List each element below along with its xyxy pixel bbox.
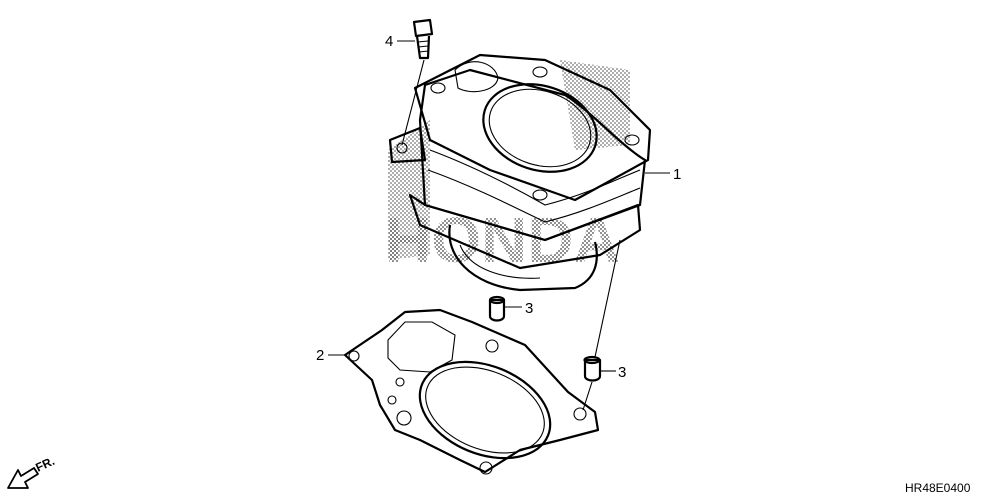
diagram-code: HR48E0400 xyxy=(905,481,971,495)
callout-3b: 3 xyxy=(618,364,626,381)
dowel-pin-a xyxy=(488,295,506,322)
dowel-pin-b xyxy=(582,239,621,411)
watermark-text: HONDA xyxy=(385,204,620,276)
bolt-part xyxy=(401,18,434,146)
callout-2: 2 xyxy=(316,347,324,364)
gasket-part xyxy=(343,308,600,475)
cylinder-part xyxy=(388,53,652,292)
callout-1: 1 xyxy=(673,166,681,183)
callout-3a: 3 xyxy=(525,300,533,317)
front-label: FR. xyxy=(33,454,56,475)
callout-4: 4 xyxy=(385,33,393,50)
front-arrow-icon xyxy=(7,467,39,489)
watermark-shading: HONDA xyxy=(385,60,630,276)
